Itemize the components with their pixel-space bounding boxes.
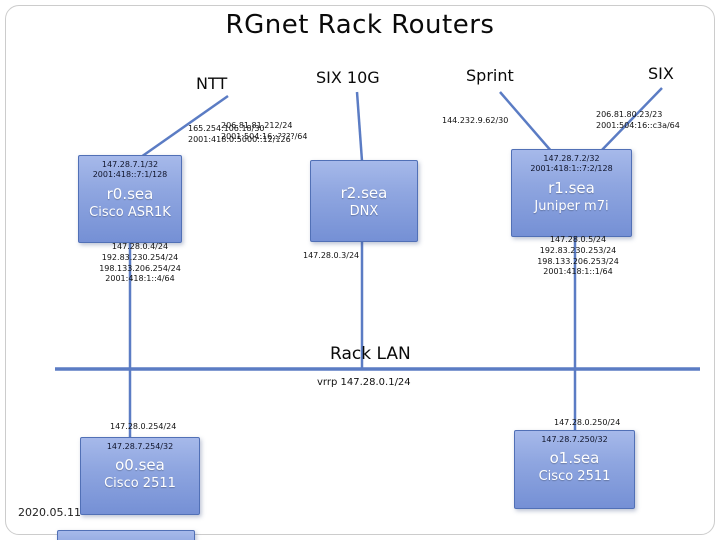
router-r2: r2.sea DNX [310,160,418,242]
r0-loopback-ips: 147.28.7.1/32 2001:418::7:1/128 [93,160,168,181]
o1-lan-ip: 147.28.0.250/24 [554,418,620,429]
o1-loopback-ip: 147.28.7.250/32 [541,435,607,445]
six-link-line [599,87,663,153]
router-name: r2.sea [340,183,388,202]
ip-line: 198.133.206.253/24 [537,256,619,266]
ip-line: 2001:418:1::7:2/128 [530,164,613,174]
router-model: Cisco 2511 [538,469,611,485]
uplink-label-six: SIX [648,64,674,83]
ip-line: 198.133.206.254/24 [99,263,181,273]
router-name: o1.sea [549,449,600,468]
slide-date: 2020.05.11 [18,506,81,519]
ntt-link-line [140,94,229,159]
r2-lan-ips: 147.28.0.3/24 [303,251,359,262]
ip-line: 2001:504:16::c3a/64 [596,120,680,130]
router-name: r0.sea [106,184,154,203]
r1-loopback-ips: 147.28.7.2/32 2001:418:1::7:2/128 [530,154,612,175]
ip-line: 147.28.0.250/24 [554,418,621,427]
o0-lan-ip: 147.28.0.254/24 [110,422,176,433]
ip-line: 147.28.0.4/24 [111,242,169,251]
ip-line: 165.254.106.18/30 [188,124,265,133]
o0-loopback-ip: 147.28.7.254/32 [107,442,173,452]
router-name: o0.sea [115,456,165,475]
ip-line: 147.28.7.1/32 [101,160,159,169]
rack-lan-label: Rack LAN [330,344,411,364]
cropped-node [57,530,195,540]
router-name: r1.sea [548,178,595,197]
ip-line: 2001:418:1::4/64 [105,274,175,284]
six-uplink-ips: 206.81.80.23/23 2001:504:16::c3a/64 [596,110,680,132]
sprint-uplink-ips: 144.232.9.62/30 [442,116,508,127]
ip-line: 192.83.230.253/24 [539,245,617,255]
ip-line: 147.28.0.254/24 [110,422,177,431]
uplink-label-sprint: Sprint [466,66,514,85]
ip-line: 2001:418:1::1/64 [543,267,613,277]
uplink-label-six10g: SIX 10G [316,68,380,87]
router-r0: 147.28.7.1/32 2001:418::7:1/128 r0.sea C… [78,155,182,243]
ip-line: 2001:418:0:5000::12/126 [188,134,291,144]
ip-line: 144.232.9.62/30 [442,116,509,125]
r0-lan-ips: 147.28.0.4/24 192.83.230.254/24 198.133.… [88,242,192,285]
r1-lan-ips: 147.28.0.5/24 192.83.230.253/24 198.133.… [526,235,630,278]
ip-line: 147.28.7.250/32 [541,435,608,444]
six10g-uplink-ips: 206.81.81.212/24 2001:504:16::????/64 [221,121,307,143]
ip-line: 2001:418::7:1/128 [92,170,168,180]
ntt-uplink-ips: 165.254.106.18/30 2001:418:0:5000::12/12… [188,124,291,146]
router-r1: 147.28.7.2/32 2001:418:1::7:2/128 r1.sea… [511,149,632,237]
six10g-link-line [355,91,364,162]
ip-line: 147.28.0.3/24 [303,251,360,260]
ip-line: 206.81.80.23/23 [596,110,663,119]
diagram-title: RGnet Rack Routers [225,10,495,40]
ip-line: 147.28.7.254/32 [106,442,174,451]
router-model: Juniper m7i [534,198,609,214]
ip-line: 206.81.81.212/24 [221,121,293,130]
vrrp-label: vrrp 147.28.0.1/24 [317,377,411,388]
sprint-link-line [499,91,553,153]
ip-line: 147.28.0.5/24 [549,235,607,244]
ip-line: 2001:504:16::????/64 [221,131,308,141]
ip-line: 192.83.230.254/24 [101,252,179,262]
uplink-label-ntt: NTT [196,74,228,93]
ip-line: 147.28.7.2/32 [543,154,600,163]
router-model: Cisco ASR1K [89,204,171,220]
router-model: Cisco 2511 [104,476,176,492]
router-model: DNX [349,203,379,219]
console-o0: 147.28.7.254/32 o0.sea Cisco 2511 [80,437,200,515]
console-o1: 147.28.7.250/32 o1.sea Cisco 2511 [514,430,635,509]
